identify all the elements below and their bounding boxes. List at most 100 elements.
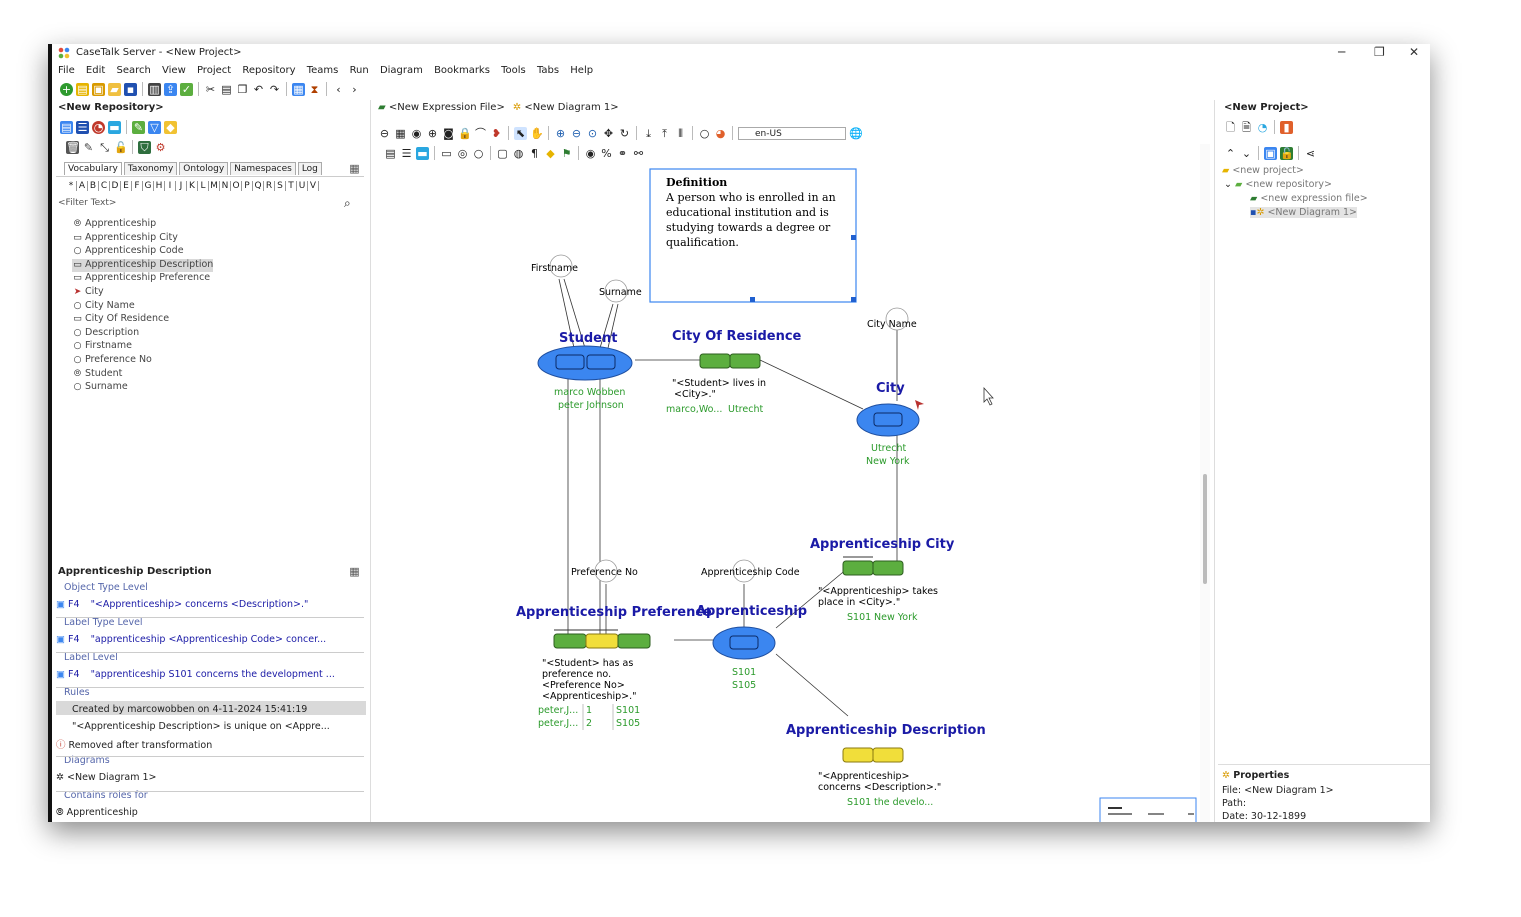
resize-handle[interactable] bbox=[750, 297, 755, 302]
properties-menu-icon[interactable]: ▦ bbox=[348, 565, 361, 578]
alphabet-letter[interactable]: M bbox=[209, 181, 220, 191]
menu-tabs[interactable]: Tabs bbox=[536, 65, 560, 76]
unlock-icon[interactable]: 🔓 bbox=[114, 140, 128, 154]
alphabet-letter[interactable]: J bbox=[176, 181, 187, 191]
minimize-button[interactable]: ─ bbox=[1338, 45, 1346, 59]
align-top-icon[interactable]: ⤒ bbox=[658, 126, 671, 140]
subtype-icon[interactable]: ⊕ bbox=[426, 126, 439, 140]
rows-icon[interactable]: ☰ bbox=[400, 146, 413, 160]
target-icon[interactable]: ◍ bbox=[512, 146, 525, 160]
city-entity[interactable] bbox=[856, 403, 920, 437]
menu-view[interactable]: View bbox=[162, 65, 186, 76]
new-icon[interactable]: + bbox=[60, 82, 73, 96]
pen-icon[interactable]: ✎ bbox=[132, 120, 145, 134]
menu-help[interactable]: Help bbox=[570, 65, 594, 76]
settings-icon[interactable]: ⚙ bbox=[154, 140, 167, 154]
created-info[interactable]: Created by marcowobben on 4-11-2024 15:4… bbox=[72, 704, 308, 715]
ring-icon[interactable]: ◎ bbox=[456, 146, 469, 160]
alphabet-letter[interactable]: T bbox=[286, 181, 297, 191]
apprenticeship-code-circle[interactable] bbox=[732, 559, 756, 583]
open-team-icon[interactable]: ▤ bbox=[76, 82, 89, 96]
alphabet-letter[interactable]: I bbox=[165, 181, 176, 191]
tab-expression-file[interactable]: ▰ <New Expression File> bbox=[378, 102, 505, 113]
apprenticeship-city-fact[interactable] bbox=[842, 560, 904, 576]
apprenticeship-description-fact[interactable] bbox=[842, 747, 904, 763]
alphabet-letter[interactable]: F bbox=[132, 181, 143, 191]
zoom-fit-icon[interactable]: ⊙ bbox=[586, 126, 599, 140]
unique-rule[interactable]: "<Apprenticeship Description> is unique … bbox=[72, 721, 330, 732]
print-icon[interactable]: ▥ bbox=[148, 82, 161, 96]
menu-edit[interactable]: Edit bbox=[85, 65, 106, 76]
alphabet-letter[interactable]: * bbox=[66, 181, 77, 191]
tab-namespaces[interactable]: Namespaces bbox=[230, 162, 296, 175]
alphabet-letter[interactable]: P bbox=[242, 181, 253, 191]
alphabet-letter[interactable]: G bbox=[143, 181, 154, 191]
open-folder-icon[interactable]: ▰ bbox=[108, 82, 121, 96]
tab-ontology[interactable]: Ontology bbox=[179, 162, 229, 175]
palette-icon[interactable]: ◔ bbox=[92, 120, 105, 134]
diagram-link[interactable]: ✲ <New Diagram 1> bbox=[56, 772, 157, 783]
tree-new-repository[interactable]: ⌄ ▰ <new repository> bbox=[1224, 179, 1332, 190]
filter-input[interactable]: <Filter Text> bbox=[58, 198, 117, 208]
alphabet-letter[interactable]: V bbox=[308, 181, 319, 191]
tree-new-diagram[interactable]: ▪✲ <New Diagram 1> bbox=[1250, 207, 1357, 218]
align-bottom-icon[interactable]: ⤓ bbox=[642, 126, 655, 140]
filter-icon[interactable]: ▽ bbox=[148, 120, 161, 134]
back-icon[interactable]: ‹ bbox=[332, 82, 345, 96]
city-name-circle[interactable] bbox=[885, 307, 909, 331]
fact-icon[interactable]: ▦ bbox=[394, 126, 407, 140]
connect-icon[interactable]: ⤡ bbox=[98, 140, 111, 154]
locale-select[interactable]: en-US bbox=[738, 126, 846, 140]
menu-diagram[interactable]: Diagram bbox=[379, 65, 423, 76]
role-link[interactable]: ⦾ Apprenticeship bbox=[56, 807, 138, 818]
menu-run[interactable]: Run bbox=[349, 65, 369, 76]
zoom-in-icon[interactable]: ⊕ bbox=[554, 126, 567, 140]
undo-icon[interactable]: ↶ bbox=[252, 82, 265, 96]
tab-taxonomy[interactable]: Taxonomy bbox=[123, 162, 178, 175]
table-icon[interactable]: ▤ bbox=[384, 146, 397, 160]
diagram-canvas[interactable]: Definition A person who is enrolled in a… bbox=[378, 164, 1198, 822]
tab-log[interactable]: Log bbox=[297, 162, 322, 175]
stop-icon[interactable]: ▮ bbox=[1280, 120, 1293, 134]
menu-file[interactable]: File bbox=[58, 65, 75, 76]
vocabulary-item[interactable]: ○Firstname bbox=[72, 340, 213, 354]
menu-teams[interactable]: Teams bbox=[306, 65, 339, 76]
chevron-down-icon[interactable]: ⌄ bbox=[1240, 146, 1253, 160]
paragraph-icon[interactable]: ¶ bbox=[528, 146, 541, 160]
export-icon[interactable]: ⇪ bbox=[164, 82, 177, 96]
vocabulary-item[interactable]: ○Preference No bbox=[72, 354, 213, 368]
vocabulary-item[interactable]: ⦾Apprenticeship bbox=[72, 218, 213, 232]
cut-icon[interactable]: ✂ bbox=[204, 82, 217, 96]
save-icon[interactable]: ▪ bbox=[124, 82, 137, 96]
rounded-rect-icon[interactable]: ▢ bbox=[496, 146, 509, 160]
edit-icon[interactable]: ✎ bbox=[82, 140, 95, 154]
eye-icon[interactable]: ◉ bbox=[584, 146, 597, 160]
paste-icon[interactable]: ▤ bbox=[220, 82, 233, 96]
arc-icon[interactable]: ⌒ bbox=[474, 126, 487, 140]
vocabulary-item[interactable]: ⦾Student bbox=[72, 368, 213, 382]
close-button[interactable]: ✕ bbox=[1409, 45, 1420, 59]
alphabet-letter[interactable]: S bbox=[275, 181, 286, 191]
vocabulary-item[interactable]: ▭Apprenticeship Description bbox=[72, 258, 214, 273]
menu-project[interactable]: Project bbox=[196, 65, 232, 76]
surname-circle[interactable] bbox=[604, 279, 628, 303]
tag-icon[interactable]: ◆ bbox=[164, 120, 177, 134]
percent-icon[interactable]: % bbox=[600, 146, 613, 160]
removed-rule[interactable]: ⓘ Removed after transformation bbox=[56, 737, 212, 751]
alphabet-letter[interactable]: K bbox=[187, 181, 198, 191]
comment-icon[interactable]: ▬ bbox=[108, 120, 121, 134]
list-icon[interactable]: ☰ bbox=[76, 120, 89, 134]
lock-icon[interactable]: 🔒 bbox=[458, 126, 472, 140]
link-icon[interactable]: ⚭ bbox=[616, 146, 629, 160]
diamond-icon[interactable]: ◆ bbox=[544, 146, 557, 160]
globe-icon[interactable]: 🌐 bbox=[849, 126, 863, 140]
zoom-out-icon[interactable]: ⊖ bbox=[570, 126, 583, 140]
definition-box[interactable] bbox=[649, 168, 857, 303]
role-icon[interactable]: ▭ bbox=[440, 146, 453, 160]
alphabet-letter[interactable]: Q bbox=[253, 181, 264, 191]
copy-icon[interactable]: ▣ bbox=[92, 82, 105, 96]
window-icon[interactable]: ▣ bbox=[1264, 146, 1277, 160]
vocabulary-item[interactable]: ➤City bbox=[72, 286, 213, 300]
rotate-icon[interactable]: ↻ bbox=[618, 126, 631, 140]
label-type-expression[interactable]: ▣ F4 "apprenticeship <Apprenticeship Cod… bbox=[56, 634, 326, 645]
